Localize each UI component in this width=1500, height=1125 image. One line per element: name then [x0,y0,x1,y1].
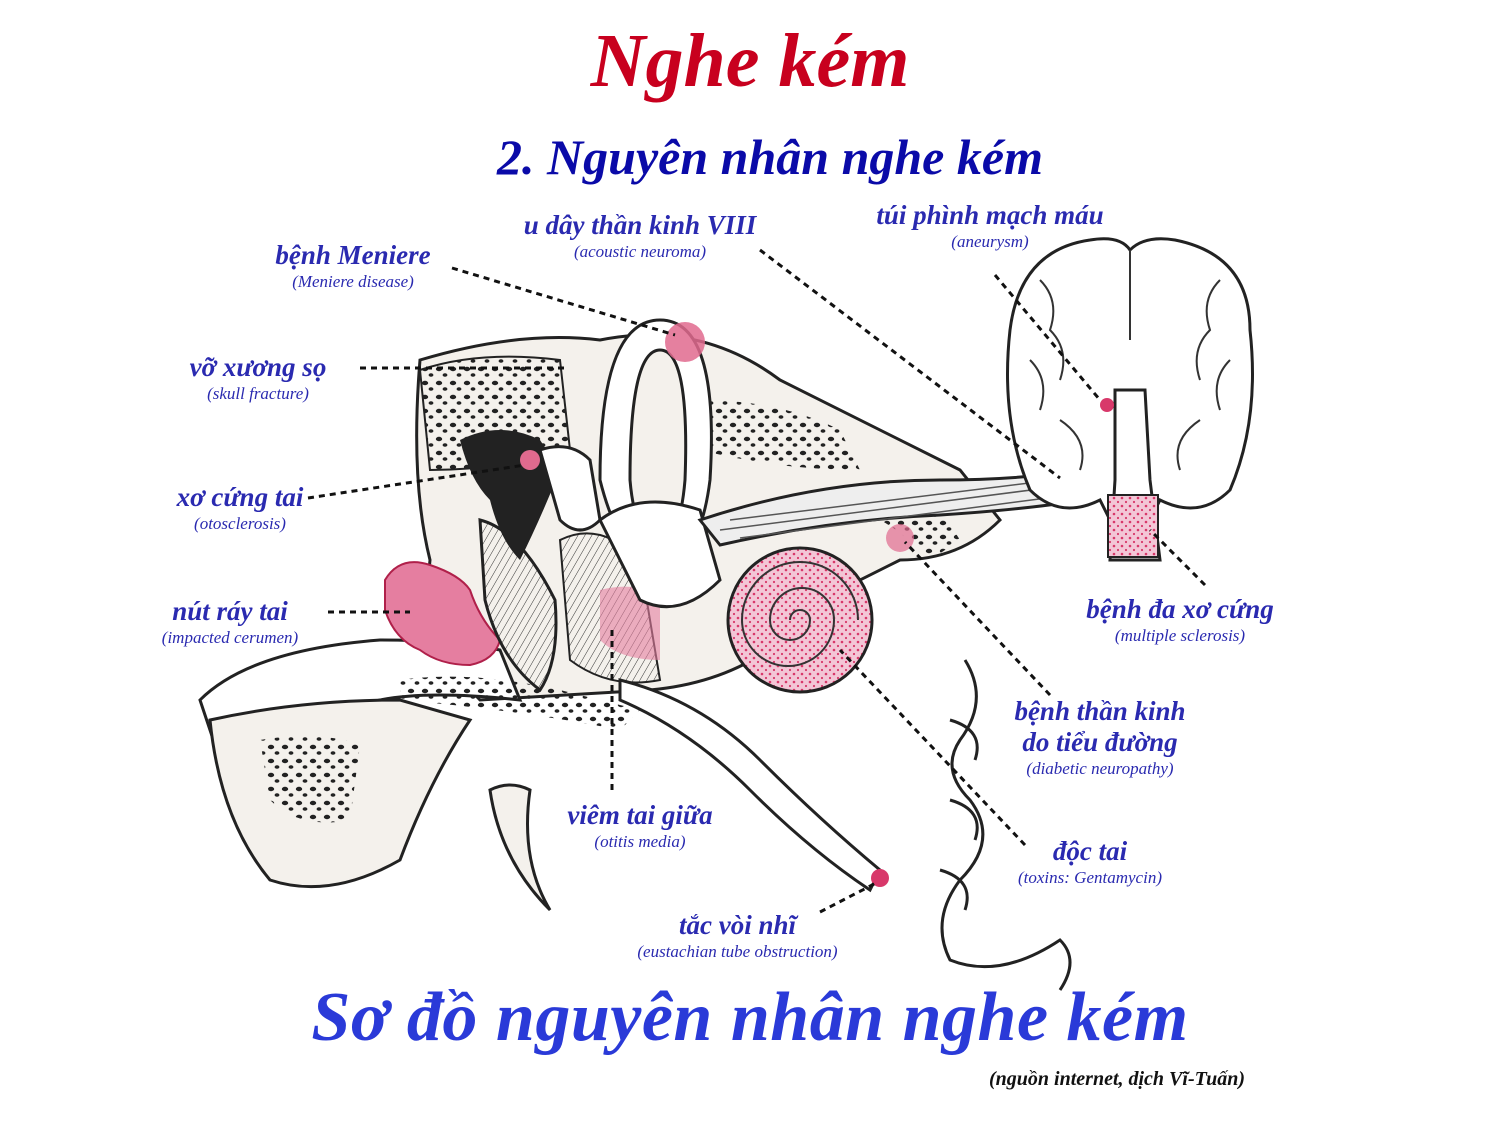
bone-air-cells-right [700,400,860,470]
label-skull-fracture: vỡ xương sọ (skull fracture) [168,352,348,405]
middle-ear-inflammation [600,586,660,660]
label-en: (otosclerosis) [194,514,286,533]
nerve-fibers [719,477,1071,539]
styloid-process [488,783,552,912]
vestibule [598,500,722,609]
leader-aneurysm [993,274,1102,401]
label-en: (toxins: Gentamycin) [1018,868,1162,887]
page-title: Nghe kém [590,19,910,103]
label-en: (acoustic neuroma) [573,242,707,261]
leader-acoustic-neuroma [759,248,1061,480]
source-credit: (nguồn internet, dịch Vĩ-Tuấn) [989,1068,1245,1090]
lower-bone-cells [260,736,360,823]
label-en: (diabetic neuropathy) [1026,759,1174,778]
label-en: (skull fracture) [207,384,309,403]
label-otitis-media: viêm tai giữa (otitis media) [540,800,740,853]
label-vi: bệnh thần kinh [1014,696,1186,726]
label-vi: bệnh đa xơ cứng [1086,594,1274,624]
label-diabetic-neuropathy: bệnh thần kinh do tiểu đường (diabetic n… [985,696,1215,780]
label-toxins: độc tai (toxins: Gentamycin) [985,836,1195,889]
nerve-lesion [886,524,914,552]
label-aneurysm: túi phình mạch máu (aneurysm) [840,200,1140,253]
label-en: (eustachian tube obstruction) [637,942,838,961]
label-cerumen: nút ráy tai (impacted cerumen) [130,596,330,649]
multiple-sclerosis-lesion [1107,494,1159,558]
brain [1006,237,1254,522]
canal-floor-cells [400,676,640,730]
page-subtitle: 2. Nguyên nhân nghe kém [497,129,1043,185]
eustachian-obstruction [871,869,889,887]
leader-lines [307,248,1207,914]
leader-eustachian [819,880,879,914]
label-otosclerosis: xơ cứng tai (otosclerosis) [150,482,330,535]
aneurysm-lesion [1100,398,1114,412]
label-vi: túi phình mạch máu [876,200,1104,230]
label-vi: vỡ xương sọ [189,352,327,382]
cochlea-spiral [740,561,859,667]
label-en: (aneurysm) [951,232,1029,251]
leader-multiple-sclerosis [1148,528,1207,587]
label-en: (otitis media) [594,832,686,851]
brain-gyri [1029,250,1231,471]
diagram-caption: Sơ đồ nguyên nhân nghe kém [311,979,1189,1056]
leader-meniere [451,266,676,337]
label-vi: bệnh Meniere [275,240,431,270]
label-en: (multiple sclerosis) [1114,626,1246,645]
label-eustachian: tắc vòi nhĩ (eustachian tube obstruction… [595,910,880,963]
label-vi: tắc vòi nhĩ [678,910,796,940]
leader-diabetic [903,540,1052,697]
label-vi: độc tai [1052,836,1128,866]
label-vi: xơ cứng tai [176,482,304,512]
eustachian-tube [618,678,882,893]
label-en: (impacted cerumen) [161,628,299,647]
leader-toxins [838,648,1027,847]
label-meniere: bệnh Meniere (Meniere disease) [238,240,468,293]
meniere-lesion [665,322,705,362]
label-multiple-sclerosis: bệnh đa xơ cứng (multiple sclerosis) [1060,594,1300,647]
nasal-turbinates [939,718,979,911]
leader-otosclerosis [307,463,526,500]
label-acoustic-neuroma: u dây thần kinh VIII (acoustic neuroma) [490,210,790,263]
label-en: (Meniere disease) [292,272,414,291]
label-vi: viêm tai giữa [567,800,713,830]
otosclerosis-spot [520,450,540,470]
label-vi: nút ráy tai [172,596,288,626]
cochlea [726,546,874,694]
label-vi: u dây thần kinh VIII [523,210,757,240]
label-vi-line2: do tiểu đường [1022,727,1178,757]
